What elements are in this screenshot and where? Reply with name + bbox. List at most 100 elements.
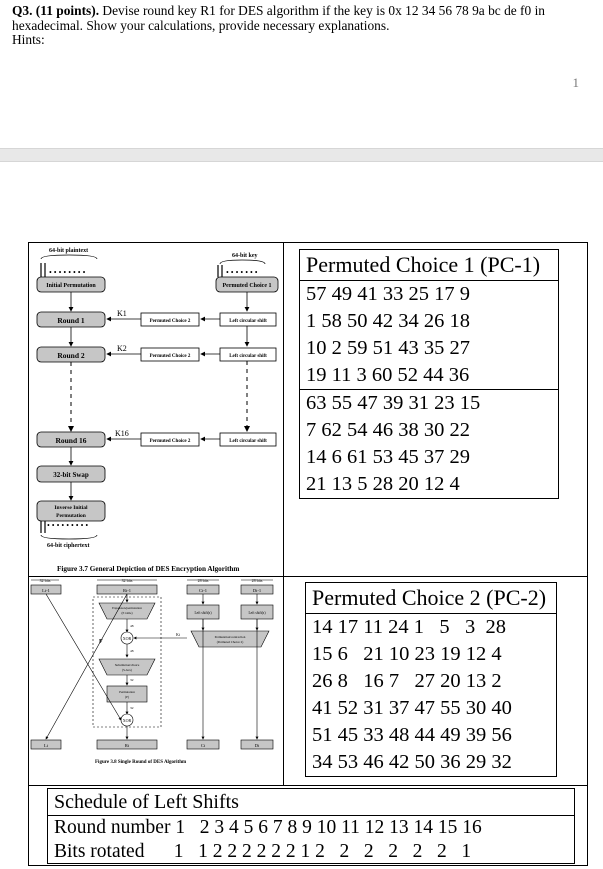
pc1-title: Permuted Choice 1 (PC-1) [300, 250, 558, 281]
pc2-table: Permuted Choice 2 (PC-2) 14 17 11 24 1 5… [305, 582, 557, 777]
pc2-contraction-box [190, 630, 270, 648]
pc1-row: 14 6 61 53 45 37 29 [306, 446, 470, 468]
pc1-row: 1 58 50 42 34 26 18 [306, 310, 470, 332]
d-out-box [240, 739, 274, 750]
bits28-label-a: 28 bits [198, 578, 209, 583]
round2-label: Round 2 [57, 351, 85, 360]
pc2-title: Permuted Choice 2 (PC-2) [306, 583, 556, 614]
bits-rotated-values: 1 1 2 2 2 2 2 2 1 2 2 2 2 2 2 1 [173, 841, 472, 862]
key-label: 64-bit key [232, 253, 258, 259]
round-number-row: Round number 1 2 3 4 5 6 7 8 9 10 11 12 … [48, 816, 574, 840]
table-divider-2 [28, 785, 588, 786]
expansion-label-2: (E table) [121, 611, 132, 615]
cipher-bits-dots: • • • • • • • • • [47, 521, 88, 530]
inverse-ip-label-2: Permutation [56, 513, 86, 519]
pc2-contraction-label-1: Permutation/contraction [215, 635, 246, 639]
pc1-table: Permuted Choice 1 (PC-1) 57 49 41 33 25 … [299, 249, 559, 499]
k16-label: K16 [115, 429, 129, 438]
bits-rotated-label: Bits rotated [54, 841, 145, 862]
k1-label: K1 [117, 309, 127, 318]
lcs-label-2: Left circular shift [229, 354, 267, 359]
inverse-ip-box [36, 500, 106, 522]
r-in-label: Ri-1 [123, 588, 131, 593]
pc2-row: 14 17 11 24 1 5 3 28 [312, 616, 506, 638]
pc2-label-16: Permuted Choice 2 [150, 439, 191, 444]
xor-label-2: XOR [123, 718, 132, 723]
c-out-label: Ci [201, 743, 206, 748]
key-bits-dots: • • • • • • • [226, 268, 258, 277]
pbox-label-1: Permutation [119, 690, 135, 694]
lcs-label-1: Left circular shift [229, 319, 267, 324]
sbox-label-2: (S-box) [122, 668, 132, 672]
c-in-label: Ci-1 [199, 588, 207, 593]
expansion-label-1: Expansion/permutation [112, 606, 142, 610]
pc2-row: 41 52 31 37 47 55 30 40 [312, 697, 512, 719]
d-out-label: Di [255, 743, 260, 748]
bits-rotated-row: Bits rotated 1 1 2 2 2 2 2 2 1 2 2 2 2 2… [48, 840, 574, 864]
shift-schedule-title: Schedule of Left Shifts [48, 789, 574, 816]
expansion-box [98, 602, 156, 620]
pc2-label-1: Permuted Choice 2 [150, 319, 191, 324]
bits28-label-b: 28 bits [252, 578, 263, 583]
lcs-box-2 [219, 347, 277, 362]
bits32-label-a: 32 bits [40, 578, 51, 583]
hints-label: Hints: [12, 32, 45, 47]
question-label: Q3. (11 points). [12, 3, 100, 18]
round1-label: Round 1 [57, 316, 85, 325]
initial-permutation-label: Initial Permutation [46, 283, 96, 289]
pc1-row: 10 2 59 51 43 35 27 [306, 337, 470, 359]
round16-label: Round 16 [55, 436, 86, 445]
r-out-label: Ri [125, 743, 130, 748]
ciphertext-label: 64-bit ciphertext [47, 543, 90, 549]
pc1-label: Permuted Choice 1 [223, 283, 272, 289]
lcs-label-16: Left circular shift [229, 439, 267, 444]
lcs-box-1 [219, 312, 277, 327]
sbox-box [98, 658, 156, 676]
page-number: 1 [572, 75, 580, 90]
pbox-label-2: (P) [125, 695, 129, 699]
pc2-row: 15 6 21 10 23 19 12 4 [312, 643, 502, 665]
pc1-row: 7 62 54 46 38 30 22 [306, 419, 470, 441]
figure-3-7-caption: Figure 3.7 General Depiction of DES Encr… [57, 565, 239, 573]
f-label: F [99, 639, 103, 645]
ki-label: Ki [176, 632, 181, 637]
left-shift-label-1: Left shift(s) [194, 611, 212, 615]
sbox-label-1: Substitution/choice [115, 663, 140, 667]
bits-dots: • • • • • • • • [49, 268, 86, 277]
pc2-label-2: Permuted Choice 2 [150, 354, 191, 359]
pc2-box-1 [140, 312, 200, 327]
pc1-row: 57 49 41 33 25 17 9 [306, 283, 470, 305]
plaintext-label: 64-bit plaintext [49, 248, 88, 254]
pc2-row: 26 8 16 7 27 20 13 2 [312, 670, 502, 692]
round-number-label: Round number [54, 817, 171, 838]
c-out-box [186, 739, 220, 750]
question-body: Devise round key R1 for DES algorithm if… [12, 3, 545, 33]
pc2-box-2 [140, 347, 200, 362]
pc1-row: 21 13 5 28 20 12 4 [306, 473, 460, 495]
figure-3-8-caption: Figure 3.8 Single Round of DES Algorithm [95, 760, 187, 765]
xor-label-1: XOR [123, 636, 132, 641]
question-text: Q3. (11 points). Devise round key R1 for… [12, 3, 592, 48]
pbox-box [106, 685, 148, 703]
n32-label-b: 32 [130, 706, 134, 710]
round-number-values: 1 2 3 4 5 6 7 8 9 10 11 12 13 14 15 16 [175, 817, 482, 838]
bits32-label-b: 32 bits [122, 578, 133, 583]
content-table [28, 242, 588, 866]
left-shift-schedule: Schedule of Left Shifts Round number 1 2… [47, 788, 575, 864]
pc2-box-16 [140, 432, 200, 447]
k2-label: K2 [117, 344, 127, 353]
n32-label-a: 32 [130, 678, 134, 682]
n48-label-b: 48 [130, 649, 134, 653]
pc1-row: 19 11 3 60 52 44 36 [306, 364, 470, 386]
des-encryption-diagram: 64-bit plaintext 64-bit key • • • • • • … [36, 248, 279, 573]
l-in-label: Li-1 [42, 588, 50, 593]
pc2-row: 34 53 46 42 50 36 29 32 [312, 751, 512, 773]
n48-label-a: 48 [130, 624, 134, 628]
table-divider-vertical [283, 242, 284, 785]
inverse-ip-label-1: Inverse Initial [54, 505, 88, 511]
swap-label: 32-bit Swap [53, 471, 89, 479]
table-divider-1 [28, 576, 588, 577]
l-out-label: Li [44, 743, 49, 748]
r-out-box [96, 739, 158, 750]
lcs-box-16 [219, 432, 277, 447]
